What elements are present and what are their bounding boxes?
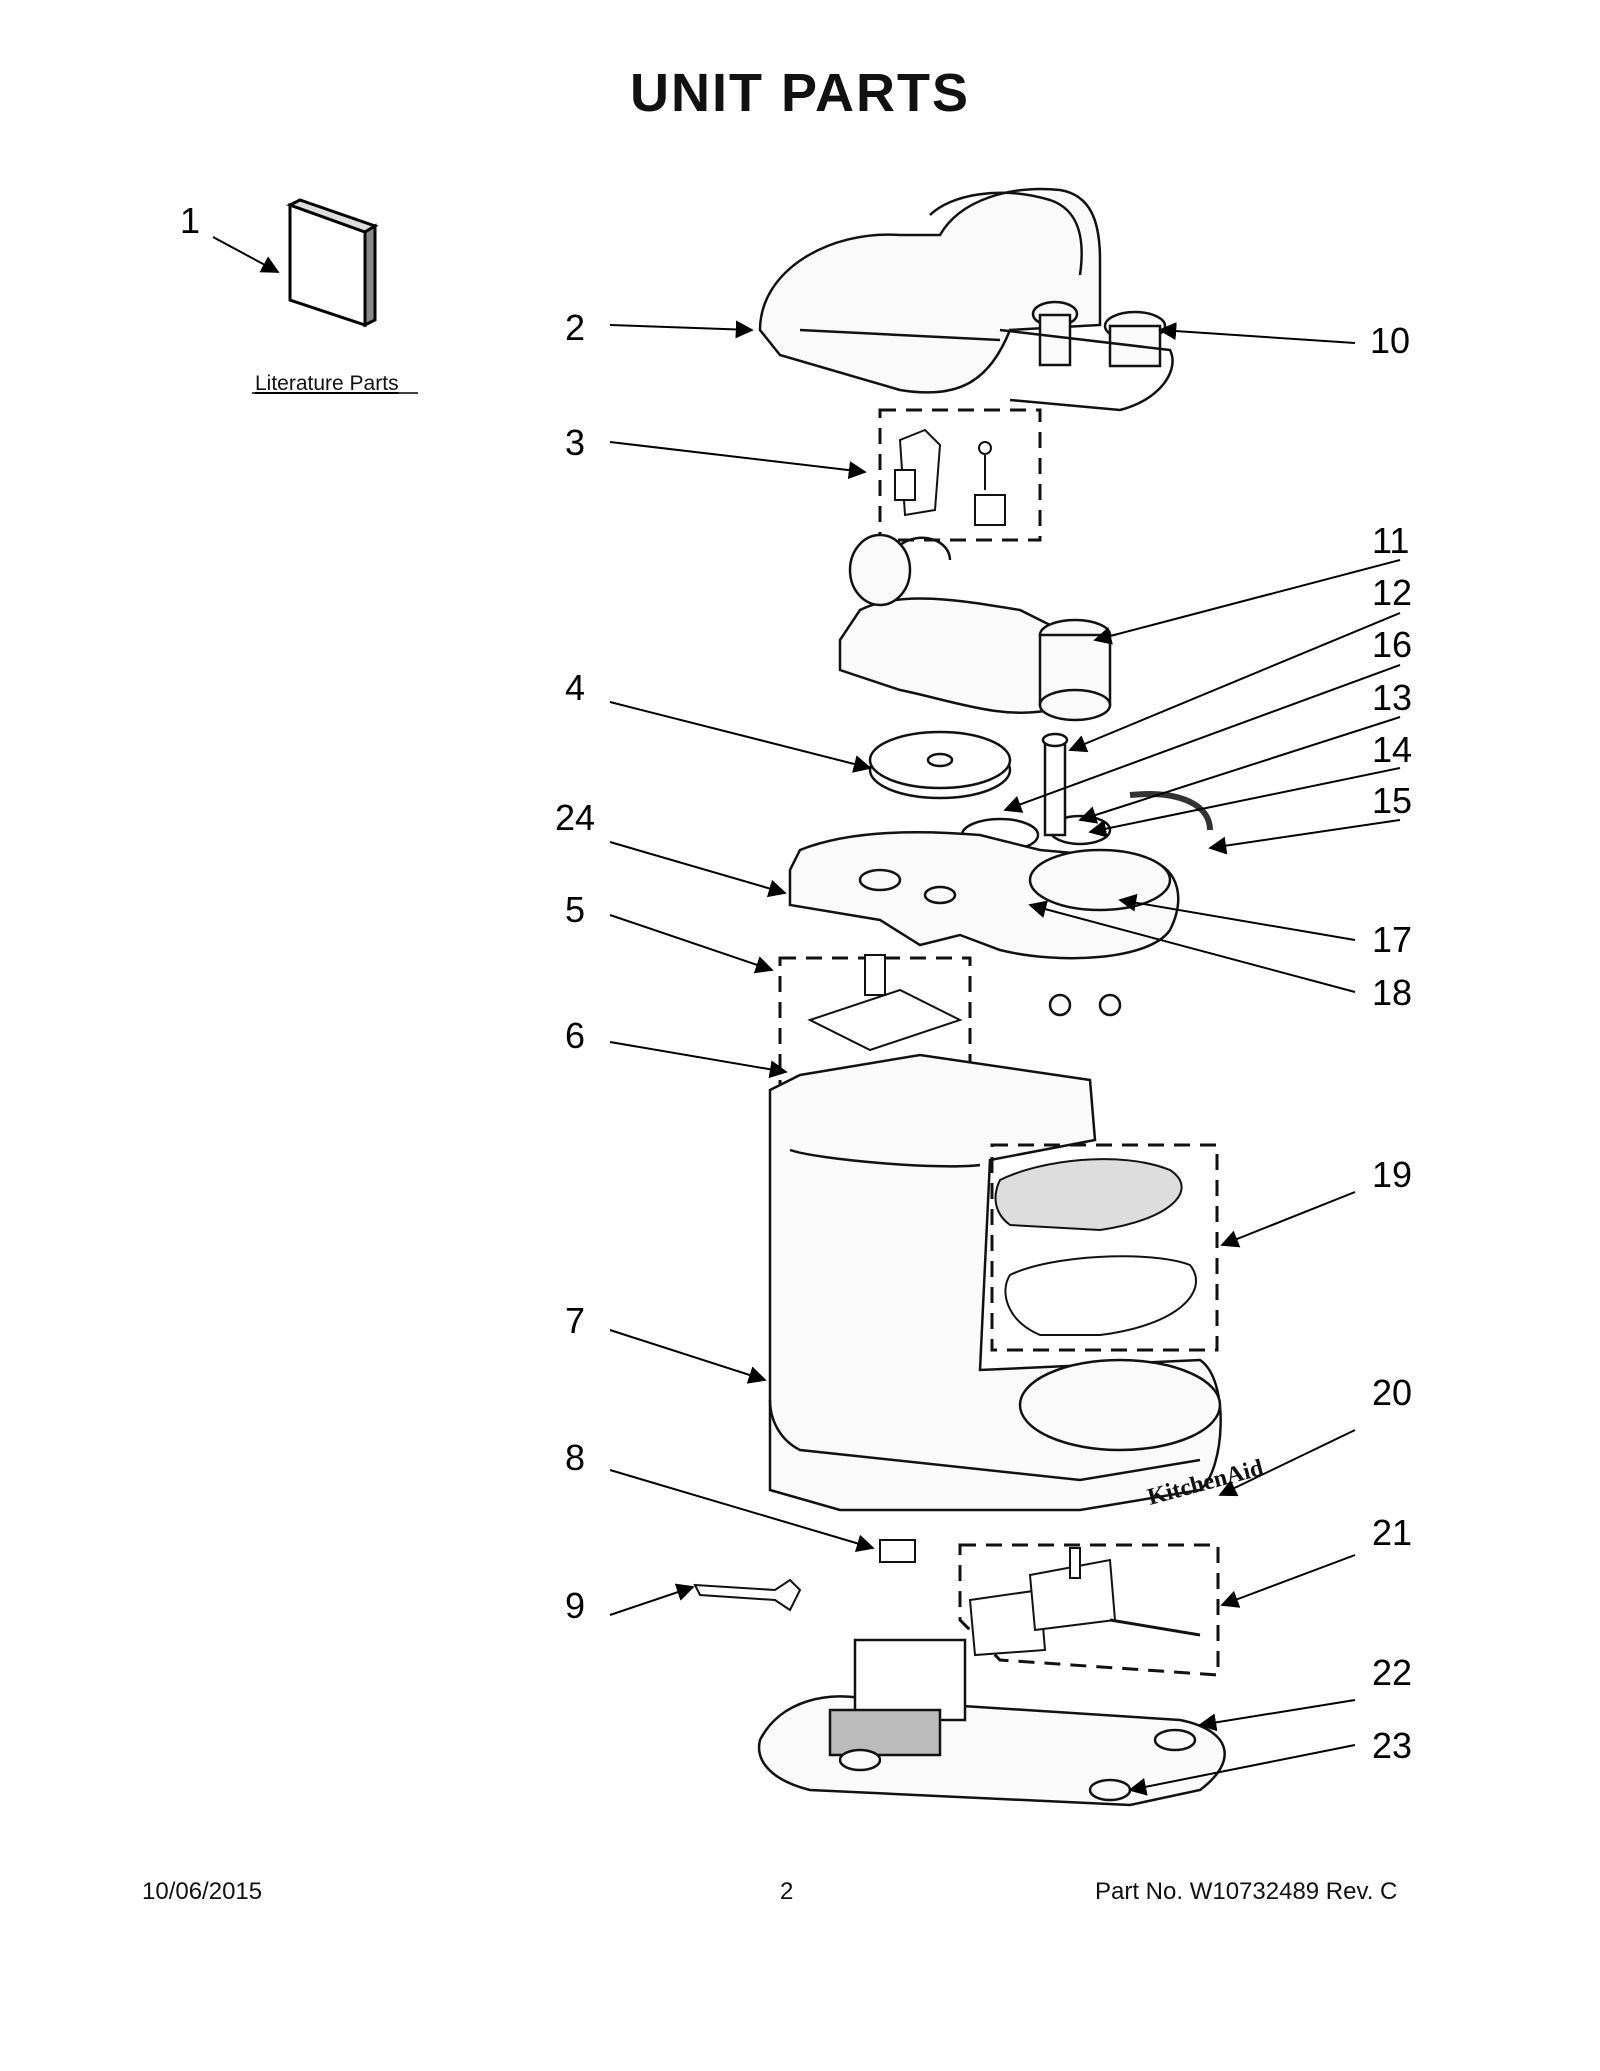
callout-number: 23	[1372, 1725, 1412, 1766]
footer-page-number: 2	[780, 1878, 794, 1905]
callout-number: 20	[1372, 1372, 1412, 1413]
callout-number: 12	[1372, 572, 1412, 613]
callout-number: 24	[555, 797, 595, 838]
callout-number: 22	[1372, 1652, 1412, 1693]
motor-mount-part	[778, 954, 972, 1112]
small-clip-part	[693, 1539, 916, 1612]
callout-number: 21	[1372, 1512, 1412, 1553]
bottom-plate-part	[757, 1638, 1226, 1807]
callout-number: 15	[1372, 780, 1412, 821]
callout-number: 19	[1372, 1154, 1412, 1195]
literature-parts-label: Literature Parts	[255, 372, 399, 395]
top-cover-part	[758, 187, 1174, 412]
drive-gears-part	[868, 730, 1213, 853]
callout-number: 9	[565, 1585, 585, 1626]
literature-booklet-icon	[286, 198, 379, 328]
footer-date: 10/06/2015	[142, 1878, 263, 1905]
footer-part-number: Part No. W10732489 Rev. C	[1095, 1878, 1398, 1905]
callout-number: 3	[565, 422, 585, 463]
drip-tray-part	[990, 1143, 1219, 1352]
callout-number: 17	[1372, 919, 1412, 960]
page-title: UNIT PARTS	[630, 63, 970, 123]
callout-number: 6	[565, 1015, 585, 1056]
gear-plate-part	[788, 830, 1180, 1017]
callout-number: 8	[565, 1437, 585, 1478]
callout-leaders	[212, 236, 1401, 1796]
callout-number: 16	[1372, 624, 1412, 665]
callout-number: 4	[565, 667, 585, 708]
sensor-bracket-part	[958, 1543, 1220, 1677]
callout-number: 11	[1372, 520, 1409, 561]
callout-number: 5	[565, 889, 585, 930]
callout-number: 14	[1372, 729, 1412, 770]
callout-number: 1	[180, 200, 200, 241]
callout-number: 13	[1372, 677, 1412, 718]
callout-number: 2	[565, 307, 585, 348]
switch-assembly-part	[878, 408, 1042, 542]
callout-number: 10	[1370, 320, 1410, 361]
callout-number: 18	[1372, 972, 1412, 1013]
callout-number: 7	[565, 1300, 585, 1341]
gear-housing-part	[838, 533, 1112, 722]
